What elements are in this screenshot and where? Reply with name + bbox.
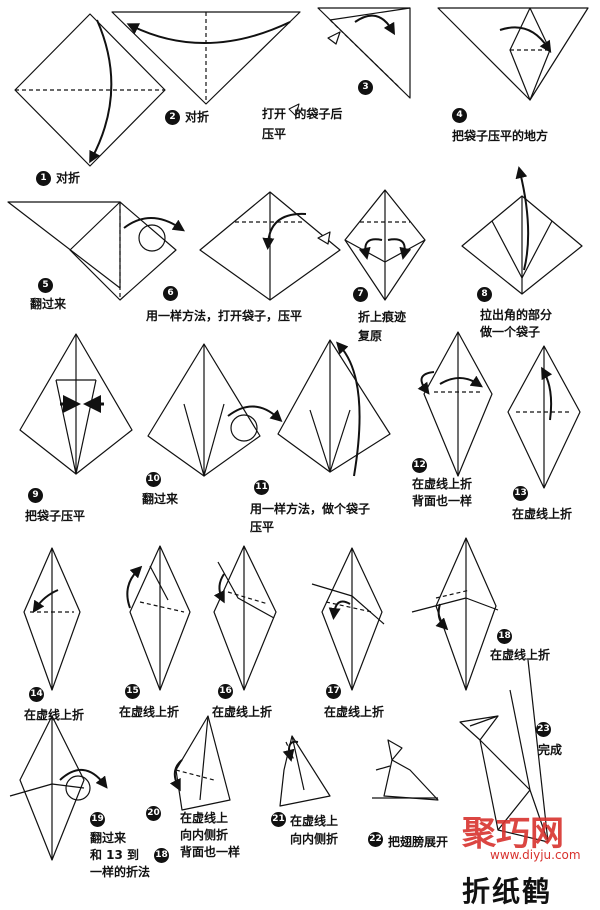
step-21-caption: 在虚线上 向内侧折 bbox=[290, 814, 339, 846]
step-10-figure bbox=[147, 343, 283, 477]
step-2-figure bbox=[111, 11, 301, 105]
step-15-number: 15 bbox=[125, 684, 140, 699]
step-11-figure bbox=[277, 339, 391, 477]
step-22-caption: 把翅膀展开 bbox=[388, 835, 449, 849]
page-title: 折纸鹤 bbox=[462, 875, 553, 908]
step-2-number: 2 bbox=[165, 110, 180, 125]
step-5-number: 5 bbox=[38, 278, 53, 293]
step-22-number: 22 bbox=[368, 832, 383, 847]
step-17-figure bbox=[311, 547, 385, 691]
step-17-caption: 在虚线上折 bbox=[324, 705, 385, 719]
step-9-caption: 把袋子压平 bbox=[25, 509, 86, 523]
step-8-number: 8 bbox=[477, 287, 492, 302]
step-15-caption: 在虚线上折 bbox=[119, 705, 180, 719]
step-3-number: 3 bbox=[358, 80, 373, 95]
step-9-figure bbox=[19, 333, 133, 475]
step-13-number: 13 bbox=[513, 486, 528, 501]
step-11-caption: 用一样方法，做个袋子 压平 bbox=[250, 502, 371, 534]
step-7-number: 7 bbox=[353, 287, 368, 302]
step-12-figure bbox=[417, 331, 493, 477]
step-16-caption: 在虚线上折 bbox=[212, 705, 273, 719]
step-9-number: 9 bbox=[28, 488, 43, 503]
step-19-figure bbox=[9, 715, 108, 861]
step-3-caption: 打开 的袋子后 压平 bbox=[262, 107, 343, 141]
step-17-number: 17 bbox=[326, 684, 341, 699]
step-22-figure bbox=[372, 739, 439, 801]
step-23-number: 23 bbox=[536, 722, 551, 737]
step-23-caption: 完成 bbox=[538, 743, 563, 757]
step-6-caption: 用一样方法，打开袋子，压平 bbox=[146, 309, 303, 323]
step-10-number: 10 bbox=[146, 472, 161, 487]
bag-marker-icon bbox=[288, 103, 300, 117]
step-1-caption: 对折 bbox=[56, 171, 81, 185]
step-23-figure bbox=[459, 659, 549, 843]
step-6-number: 6 bbox=[163, 286, 178, 301]
step-8-figure bbox=[461, 166, 583, 295]
step-16-figure bbox=[213, 545, 277, 691]
step-19-caption: 翻过来 和 13 到 一样的折法 bbox=[90, 831, 151, 879]
step-12-number: 12 bbox=[412, 458, 427, 473]
step-4-caption: 把袋子压平的地方 bbox=[452, 129, 549, 143]
step-2-caption: 对折 bbox=[185, 110, 210, 124]
watermark-url: www.diyju.com bbox=[490, 848, 581, 862]
step-16-number: 16 bbox=[218, 684, 233, 699]
step-14-caption: 在虚线上折 bbox=[24, 708, 85, 722]
step-5-figure bbox=[7, 201, 185, 301]
step-10-caption: 翻过来 bbox=[142, 492, 179, 506]
step-1-figure bbox=[14, 13, 166, 167]
step-7-figure bbox=[344, 189, 426, 301]
step-18-figure bbox=[411, 537, 499, 691]
step-6-figure bbox=[199, 191, 341, 301]
step-20-number: 20 bbox=[146, 806, 161, 821]
step-21-number: 21 bbox=[271, 812, 286, 827]
step-19-ref-number: 18 bbox=[154, 848, 169, 863]
step-21-figure bbox=[279, 735, 331, 807]
step-4-number: 4 bbox=[452, 108, 467, 123]
step-18-number: 18 bbox=[497, 629, 512, 644]
step-18-caption: 在虚线上折 bbox=[490, 648, 551, 662]
step-15-figure bbox=[126, 545, 191, 691]
step-5-caption: 翻过来 bbox=[30, 297, 67, 311]
step-1-number: 1 bbox=[36, 171, 51, 186]
step-14-figure bbox=[23, 547, 81, 691]
step-13-figure bbox=[507, 345, 581, 489]
step-3-figure bbox=[317, 7, 411, 99]
step-8-caption: 拉出角的部分 做一个袋子 bbox=[480, 308, 553, 339]
watermark-brand: 聚巧网 bbox=[462, 814, 564, 854]
step-14-number: 14 bbox=[29, 687, 44, 702]
step-12-caption: 在虚线上折 背面也一样 bbox=[412, 477, 473, 508]
step-20-figure bbox=[169, 715, 231, 811]
step-20-caption: 在虚线上 向内侧折 背面也一样 bbox=[180, 811, 241, 859]
step-4-figure bbox=[437, 7, 589, 101]
step-11-number: 11 bbox=[254, 480, 269, 495]
step-19-number: 19 bbox=[90, 812, 105, 827]
step-7-caption: 折上痕迹 复原 bbox=[358, 310, 407, 343]
step-13-caption: 在虚线上折 bbox=[512, 507, 573, 521]
